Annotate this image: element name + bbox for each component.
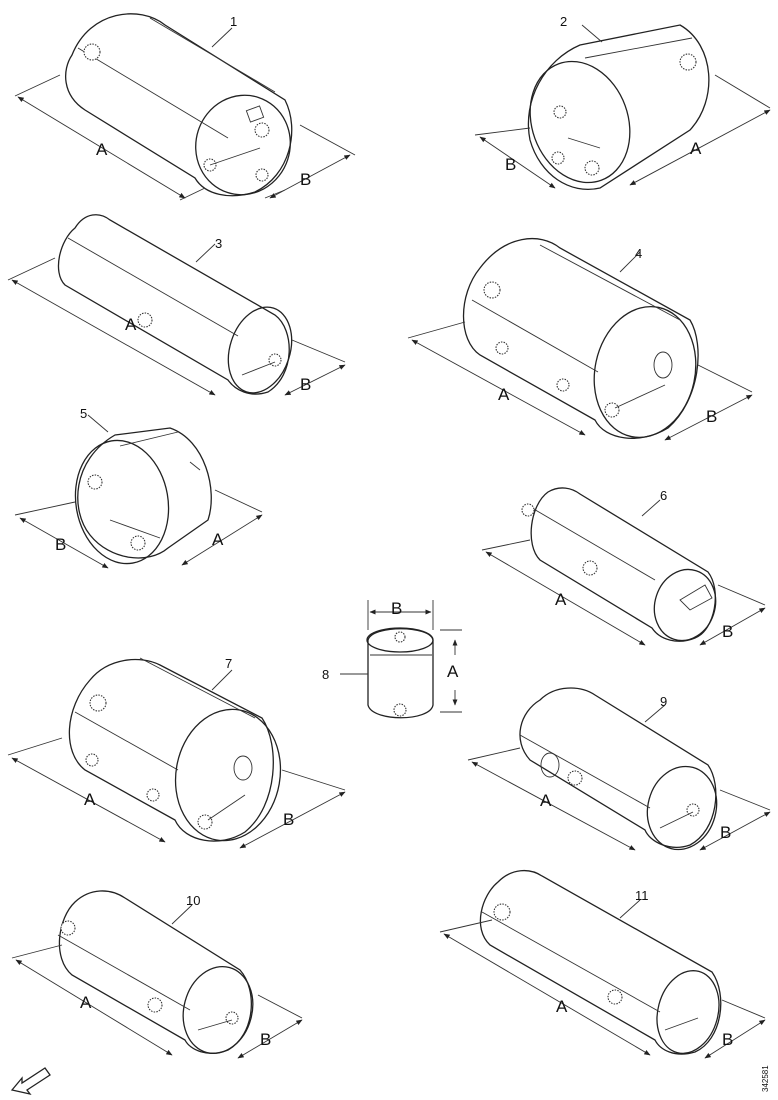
tank-9 (467, 687, 771, 851)
port-fitting (551, 151, 565, 165)
port-fitting (137, 312, 153, 328)
dimension-b-label: B (283, 810, 294, 829)
dimension-b-label: B (55, 535, 66, 554)
dimension-b-label: B (722, 1030, 733, 1049)
dimension-b-label: B (300, 170, 311, 189)
dimension-b-label: B (722, 622, 733, 641)
port-fitting (146, 788, 160, 802)
document-id: 342581 (761, 1065, 770, 1092)
port-fitting (567, 770, 583, 786)
dimension-a-label: A (447, 662, 459, 681)
item-number-label: 10 (186, 893, 200, 908)
item-number-label: 11 (635, 888, 649, 903)
dimension-b-label: B (720, 823, 731, 842)
drain-fitting (483, 281, 501, 299)
dimension-a-label: A (690, 139, 702, 158)
item-number-label: 1 (230, 14, 237, 29)
dimension-a-label: A (556, 997, 568, 1016)
dimension-b-label: B (260, 1030, 271, 1049)
tank-4 (407, 237, 753, 441)
port-fitting (268, 353, 282, 367)
forward-direction-arrow-icon (10, 1067, 51, 1096)
port-fitting (87, 474, 103, 490)
port-fitting (607, 989, 623, 1005)
item-number-label: 9 (660, 694, 667, 709)
dimension-a-label: A (96, 140, 108, 159)
port-fitting (197, 814, 213, 830)
dimension-a-label: A (540, 791, 552, 810)
port-fitting (147, 997, 163, 1013)
tank-1 (14, 13, 356, 201)
dimension-a-label: A (498, 385, 510, 404)
port-fitting (393, 703, 407, 717)
port-fitting (85, 753, 99, 767)
dimension-a-label: A (80, 993, 92, 1012)
item-number-label: 2 (560, 14, 567, 29)
port-fitting (255, 168, 269, 182)
tank-10 (11, 890, 303, 1059)
tank-6 (481, 487, 766, 646)
port-fitting (521, 503, 535, 517)
tank-11 (439, 870, 766, 1059)
port-fitting (553, 105, 567, 119)
port-fitting (394, 631, 406, 643)
port-fitting (495, 341, 509, 355)
tank-2 (474, 24, 771, 190)
dimension-a-label: A (555, 590, 567, 609)
drain-fitting (493, 903, 511, 921)
dimension-b-label: B (706, 407, 717, 426)
dimension-b-label: B (391, 599, 402, 618)
port-fitting (556, 378, 570, 392)
item-number-label: 6 (660, 488, 667, 503)
item-number-label: 8 (322, 667, 329, 682)
dimension-a-label: A (125, 315, 137, 334)
drain-fitting (89, 694, 107, 712)
dimension-b-label: B (505, 155, 516, 174)
item-number-label: 3 (215, 236, 222, 251)
port-fitting (254, 122, 270, 138)
port-fitting (225, 1011, 239, 1025)
port-fitting (60, 920, 76, 936)
tank-8 (340, 600, 462, 719)
port-fitting (130, 535, 146, 551)
tank-5 (14, 414, 263, 569)
drain-fitting (679, 53, 697, 71)
item-number-label: 7 (225, 656, 232, 671)
dimension-a-label: A (212, 530, 224, 549)
port-fitting (584, 160, 600, 176)
port-fitting (604, 402, 620, 418)
item-number-label: 4 (635, 246, 642, 261)
item-number-label: 5 (80, 406, 87, 421)
drain-fitting (83, 43, 101, 61)
tank-3 (7, 214, 346, 396)
dimension-b-label: B (300, 375, 311, 394)
tank-7 (7, 657, 346, 849)
dimension-a-label: A (84, 790, 96, 809)
port-fitting (582, 560, 598, 576)
